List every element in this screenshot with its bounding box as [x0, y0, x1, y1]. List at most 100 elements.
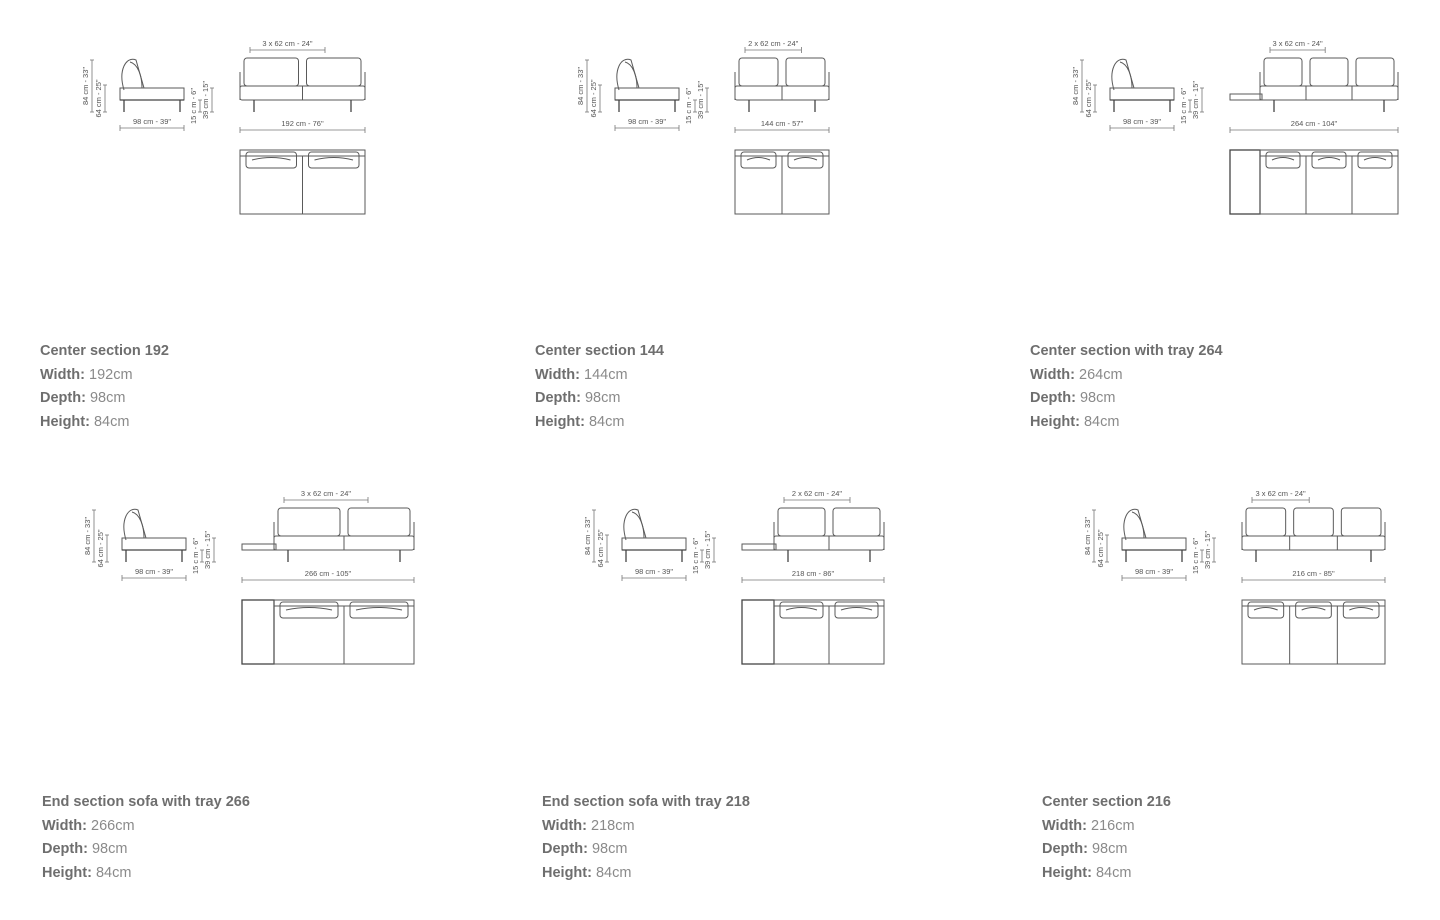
front-back-cushion — [785, 57, 826, 87]
dim-leg-label: 15 c m - 6" — [691, 538, 700, 574]
section-title: End section sofa with tray 218 — [542, 794, 750, 810]
dim-depth-label: 98 cm - 39" — [628, 117, 666, 126]
spec-depth: Depth: 98cm — [1042, 841, 1128, 857]
dim-total-height-label: 84 cm - 33" — [83, 517, 92, 555]
side-seat — [1109, 87, 1175, 101]
drawing-group: 84 cm - 33"64 cm - 25"98 cm - 39"15 c m … — [83, 489, 415, 665]
front-back-cushion — [347, 507, 411, 537]
plan-cushion — [740, 151, 777, 169]
section-title: Center section 192 — [40, 343, 169, 359]
dim-total-height-label: 84 cm - 33" — [81, 67, 90, 105]
spec-width: Width: 216cm — [1042, 817, 1135, 834]
plan-cushion — [834, 601, 879, 619]
plan-cushion-fold — [746, 157, 771, 161]
dimension-drawing: 84 cm - 33"64 cm - 25"98 cm - 39"15 c m … — [81, 39, 366, 215]
spec-width: Width: 264cm — [1030, 366, 1123, 383]
front-back-cushion — [306, 57, 362, 87]
product-card-center-144: 84 cm - 33"64 cm - 25"98 cm - 39"15 c m … — [535, 30, 995, 470]
plan-cushion-fold — [314, 157, 354, 161]
side-seat — [621, 537, 687, 551]
dim-total-height-label: 84 cm - 33" — [583, 517, 592, 555]
plan-tray — [741, 599, 775, 665]
dim-seat-height-label: 64 cm - 25" — [1084, 79, 1093, 117]
dim-leg-label: 15 c m - 6" — [1179, 88, 1188, 124]
plan-cushion-fold — [1349, 607, 1374, 611]
dim-depth-label: 98 cm - 39" — [1135, 567, 1173, 576]
dimension-drawing: 84 cm - 33"64 cm - 25"98 cm - 39"15 c m … — [83, 489, 415, 665]
plan-cushion-fold — [355, 607, 403, 611]
side-backrest — [1111, 58, 1135, 91]
dim-cushions-label: 3 x 62 cm - 24" — [262, 39, 313, 48]
dim-seat-height-label: 64 cm - 25" — [596, 529, 605, 567]
plan-cushion-fold — [285, 607, 333, 611]
plan-cushion — [1357, 151, 1393, 169]
dim-depth-label: 98 cm - 39" — [133, 117, 171, 126]
dimension-drawing: 84 cm - 33"64 cm - 25"98 cm - 39"15 c m … — [1071, 39, 1399, 215]
spec-height: Height: 84cm — [42, 864, 132, 881]
side-back-cushion — [1131, 511, 1145, 539]
plan-cushion-fold — [1317, 157, 1341, 161]
dim-seat-label: 39 cm - 15" — [201, 81, 210, 119]
plan-cushion-fold — [1363, 157, 1387, 161]
dim-total-height-label: 84 cm - 33" — [576, 67, 585, 105]
spec-depth: Depth: 98cm — [1030, 390, 1116, 406]
plan-cushion-fold — [251, 157, 291, 161]
dim-width-label: 192 cm - 76" — [281, 119, 324, 128]
dim-depth-label: 98 cm - 39" — [135, 567, 173, 576]
dim-cushions-label: 3 x 62 cm - 24" — [301, 489, 352, 498]
dim-seat-label: 39 cm - 15" — [696, 81, 705, 119]
spec-height: Height: 84cm — [535, 413, 625, 430]
front-back-cushion — [1340, 507, 1382, 537]
spec-depth: Depth: 98cm — [535, 390, 621, 406]
side-backrest — [616, 58, 640, 91]
drawing-group: 84 cm - 33"64 cm - 25"98 cm - 39"15 c m … — [576, 39, 830, 215]
dim-leg-label: 15 c m - 6" — [1191, 538, 1200, 574]
side-backrest — [1123, 508, 1147, 541]
front-seat — [1241, 535, 1386, 551]
plan-cushion — [1342, 601, 1380, 619]
plan-cushion — [787, 151, 824, 169]
plan-cushion — [1247, 601, 1285, 619]
side-back-cushion — [1119, 61, 1133, 89]
dim-cushions-label: 2 x 62 cm - 24" — [792, 489, 843, 498]
dim-total-height-label: 84 cm - 33" — [1083, 517, 1092, 555]
spec-height: Height: 84cm — [1030, 413, 1120, 430]
plan-cushion-fold — [785, 607, 818, 611]
drawing-group: 84 cm - 33"64 cm - 25"98 cm - 39"15 c m … — [1071, 39, 1399, 215]
dim-seat-height-label: 64 cm - 25" — [94, 79, 103, 117]
front-tray — [1229, 93, 1263, 101]
section-title: End section sofa with tray 266 — [42, 794, 250, 810]
spec-block: Center section with tray 264 Width: 264c… — [1030, 340, 1223, 434]
front-back-cushion — [1245, 507, 1287, 537]
dim-seat-label: 39 cm - 15" — [703, 531, 712, 569]
front-back-cushion — [1263, 57, 1303, 87]
section-title: Center section 144 — [535, 343, 664, 359]
dimension-drawing: 84 cm - 33"64 cm - 25"98 cm - 39"15 c m … — [583, 489, 885, 665]
side-seat — [614, 87, 680, 101]
front-tray — [241, 543, 277, 551]
side-backrest — [123, 508, 147, 541]
plan-cushion — [349, 601, 409, 619]
spec-height: Height: 84cm — [40, 413, 130, 430]
spec-block: Center section 192 Width: 192cm Depth: 9… — [40, 340, 169, 434]
plan-cushion-fold — [1271, 157, 1295, 161]
front-seat — [1259, 85, 1399, 101]
dim-seat-height-label: 64 cm - 25" — [1096, 529, 1105, 567]
plan-cushion — [279, 601, 339, 619]
product-card-center-tray-264: 84 cm - 33"64 cm - 25"98 cm - 39"15 c m … — [1030, 30, 1440, 470]
dim-seat-label: 39 cm - 15" — [1203, 531, 1212, 569]
dim-cushions-label: 3 x 62 cm - 24" — [1256, 489, 1307, 498]
plan-cushion-fold — [1253, 607, 1278, 611]
spec-block: End section sofa with tray 218 Width: 21… — [542, 791, 750, 885]
front-back-cushion — [1309, 57, 1349, 87]
drawing-group: 84 cm - 33"64 cm - 25"98 cm - 39"15 c m … — [583, 489, 885, 665]
dim-width-label: 144 cm - 57" — [761, 119, 804, 128]
dim-width-label: 218 cm - 86" — [792, 569, 835, 578]
front-tray — [741, 543, 777, 551]
spec-depth: Depth: 98cm — [42, 841, 128, 857]
front-back-cushion — [1293, 507, 1334, 537]
side-back-cushion — [624, 61, 638, 89]
side-backrest — [121, 58, 145, 91]
dimension-drawing: 84 cm - 33" 64 cm - 25" 98 cm - 39" 15 c m … — [1083, 489, 1386, 665]
dimension-drawing: 84 cm - 33"64 cm - 25"98 cm - 39"15 c m … — [576, 39, 830, 215]
